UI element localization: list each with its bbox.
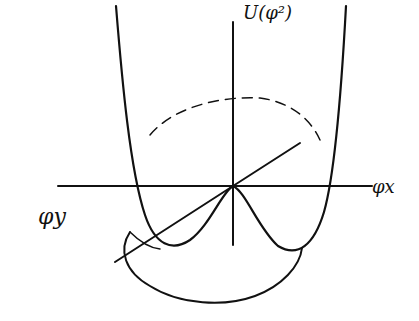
rim-front	[124, 232, 302, 303]
phi-y-axis	[115, 143, 300, 262]
axis-label: φx	[372, 176, 395, 197]
potential-label: U(φ²)	[243, 2, 292, 23]
phi-x-axis	[58, 185, 372, 187]
rim-back	[150, 98, 320, 140]
rim-side	[130, 232, 160, 249]
potential-curve	[116, 6, 346, 250]
vertical-axis	[232, 22, 234, 245]
axis-label: φy	[38, 204, 66, 229]
